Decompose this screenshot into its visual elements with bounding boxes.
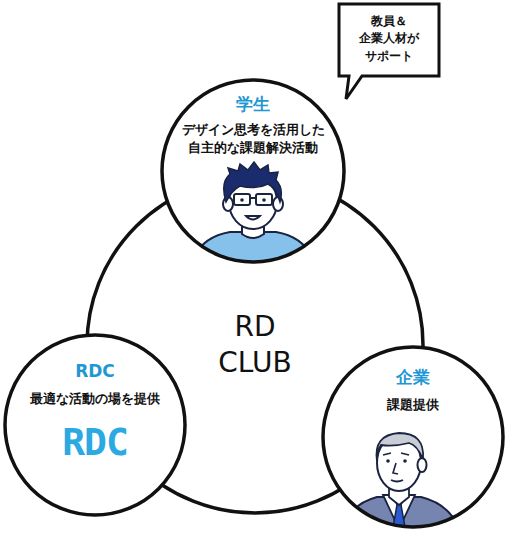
node-content: 企業課題提供 xyxy=(321,365,505,414)
rdc-circle: RDC 最適な活動の場を提供 RDC xyxy=(3,333,187,517)
node-heading: RDC xyxy=(75,359,115,384)
callout-bubble: 教員＆ 企業人材が サポート xyxy=(336,1,442,103)
node-content: RDC 最適な活動の場を提供 RDC xyxy=(3,359,187,464)
node-heading: 学生 xyxy=(236,92,270,117)
node-body: デザイン思考を活用した 自主的な課題解決活動 xyxy=(173,121,333,159)
student-circle: 学生デザイン思考を活用した 自主的な課題解決活動 xyxy=(160,78,346,264)
node-heading: 企業 xyxy=(396,365,430,390)
rdc-logo: RDC xyxy=(62,422,128,464)
illustration xyxy=(341,433,461,529)
node-content: 学生デザイン思考を活用した 自主的な課題解決活動 xyxy=(160,92,346,158)
node-body: 最適な活動の場を提供 xyxy=(30,390,160,409)
company-circle: 企業課題提供 xyxy=(321,345,505,529)
node-content: 教員＆ 企業人材が サポート xyxy=(336,9,442,69)
callout-text: 教員＆ 企業人材が サポート xyxy=(345,13,433,65)
club-title: RD CLUB xyxy=(200,309,310,382)
node-body: 課題提供 xyxy=(387,396,439,415)
